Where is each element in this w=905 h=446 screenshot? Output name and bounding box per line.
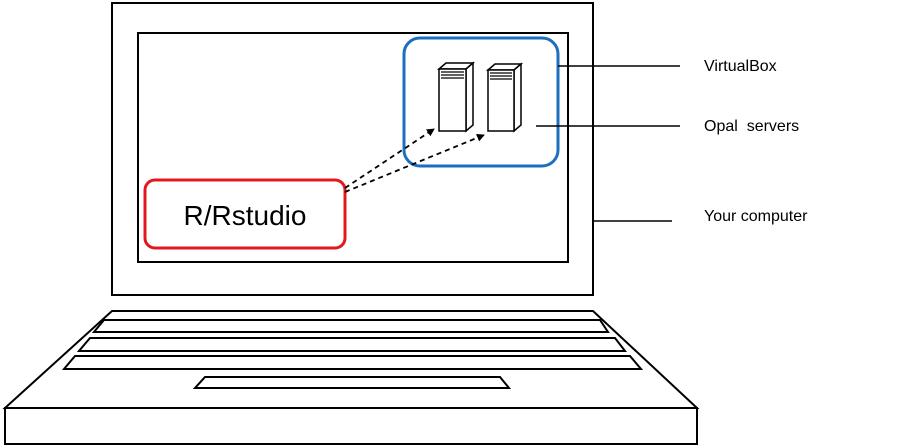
server-icon: [436, 61, 476, 133]
connection-arrow-server-1: [344, 128, 435, 189]
laptop-lid: [111, 2, 594, 296]
keyboard-row-2: [76, 337, 628, 352]
your-computer-label: Your computer: [704, 208, 808, 225]
opal-servers-label: Opal servers: [704, 118, 799, 135]
laptop-icon: [2, 2, 700, 445]
laptop-screen: [137, 32, 569, 263]
server-icon: [485, 62, 524, 133]
virtualbox-label: VirtualBox: [704, 58, 777, 75]
laptop-base-front: [4, 407, 698, 445]
rstudio-label: R/Rstudio: [184, 200, 307, 231]
touchpad: [192, 376, 512, 389]
laptop-base-deck: [2, 310, 700, 409]
virtualbox-box: [402, 36, 560, 168]
keyboard-row-3: [61, 355, 644, 370]
keyboard-row-1: [91, 319, 610, 333]
connection-arrow-server-2: [344, 133, 485, 193]
rstudio-box: [143, 178, 347, 250]
